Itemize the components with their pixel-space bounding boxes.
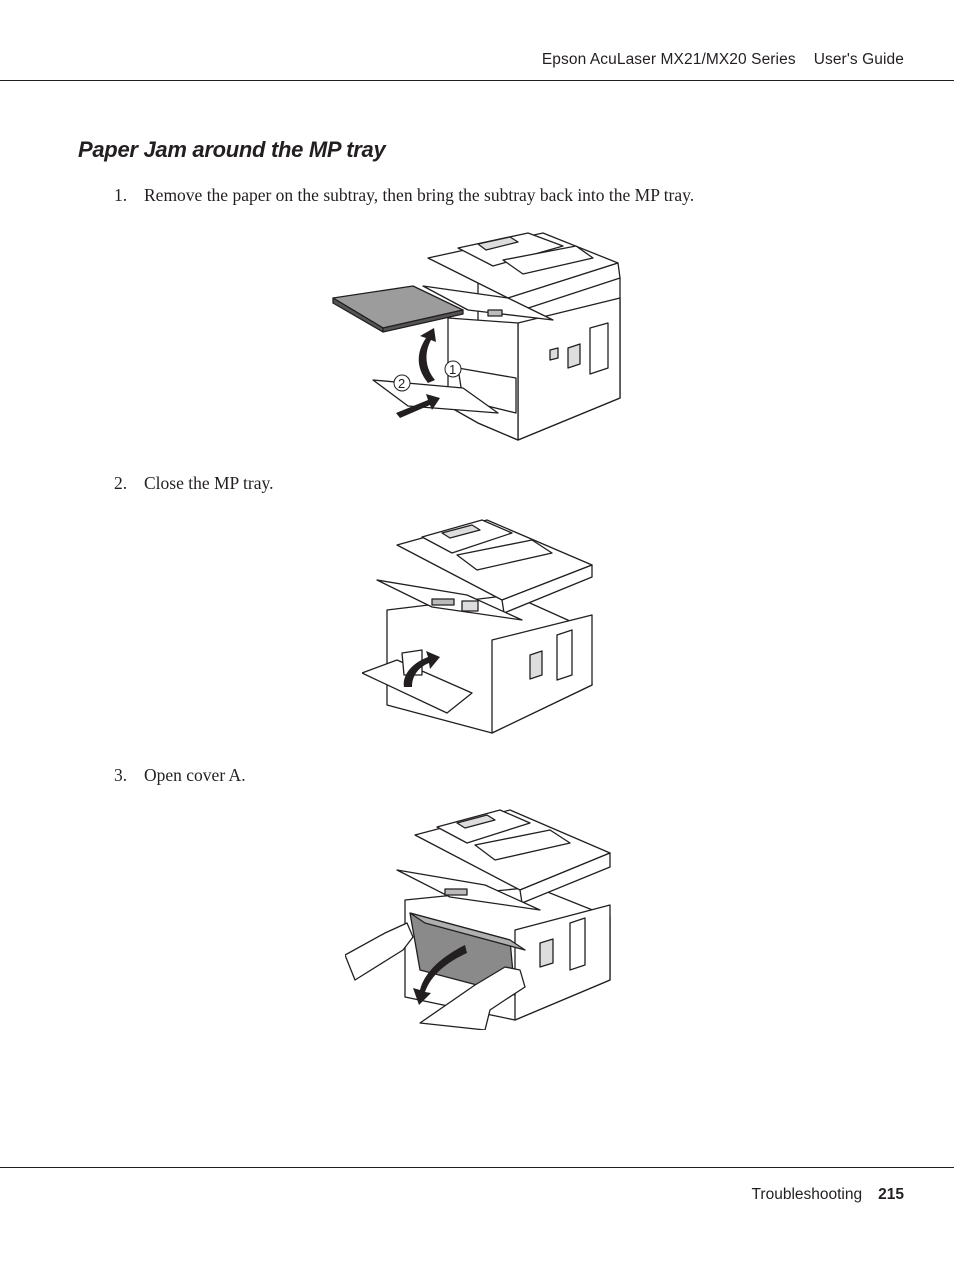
step-1: 1. Remove the paper on the subtray, then … [114, 185, 694, 206]
step-1-text: Remove the paper on the subtray, then br… [144, 185, 695, 205]
callout-1: 1 [449, 362, 456, 377]
page-number: 215 [878, 1186, 904, 1203]
page-header: Epson AcuLaser MX21/MX20 Series User's Gu… [542, 51, 904, 69]
step-3: 3. Open cover A. [114, 765, 246, 786]
step-2-number: 2. [114, 473, 128, 493]
figure-remove-paper-subtray: 1 2 [328, 228, 628, 443]
step-2: 2. Close the MP tray. [114, 473, 273, 494]
step-2-text: Close the MP tray. [144, 473, 274, 493]
footer-section: Troubleshooting [751, 1186, 863, 1203]
header-guide: User's Guide [813, 51, 904, 68]
step-3-text: Open cover A. [144, 765, 246, 785]
header-title: Epson AcuLaser MX21/MX20 Series [541, 51, 796, 68]
section-title: Paper Jam around the MP tray [78, 137, 386, 162]
step-1-number: 1. [114, 185, 128, 205]
page-footer: Troubleshooting 215 [752, 1186, 904, 1204]
printer-illustration-1: 1 2 [332, 232, 621, 441]
printer-illustration-3 [345, 809, 611, 1030]
figure-close-mp-tray [362, 515, 597, 735]
footer-rule [0, 1167, 954, 1168]
step-3-number: 3. [114, 765, 128, 785]
callout-2: 2 [398, 376, 405, 391]
printer-illustration-2 [362, 519, 593, 734]
header-rule [0, 80, 954, 81]
figure-open-cover-a [345, 805, 613, 1030]
